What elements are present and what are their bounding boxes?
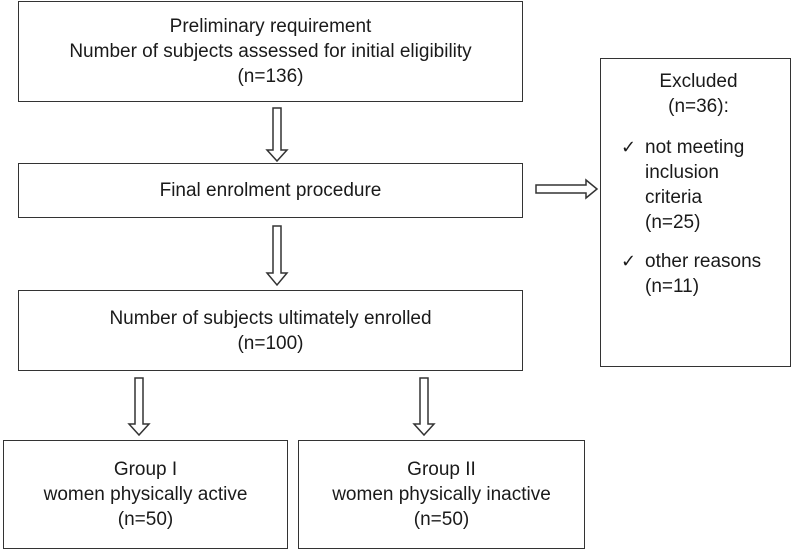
- enrolled-subjects-box: Number of subjects ultimately enrolled (…: [18, 290, 523, 371]
- reason-other-count: (n=11): [645, 276, 700, 297]
- reason-criteria-count: (n=25): [645, 212, 701, 233]
- enrolled-label: Number of subjects ultimately enrolled: [109, 307, 432, 329]
- reason-criteria-line3: criteria: [645, 187, 703, 208]
- final-enrolment-label: Final enrolment procedure: [159, 180, 382, 201]
- reason-criteria-line2: inclusion: [645, 162, 719, 183]
- group-2-title: Group II: [407, 459, 476, 480]
- group-1-box: Group I women physically active (n=50): [3, 440, 288, 549]
- excluded-title: Excluded: [659, 71, 738, 92]
- group-1-count: (n=50): [117, 509, 174, 530]
- excluded-count: (n=36):: [668, 96, 729, 117]
- preliminary-requirement-box: Preliminary requirement Number of subjec…: [18, 1, 523, 102]
- group-2-description: women physically inactive: [332, 484, 551, 505]
- arrow-enrolled-to-group2: [412, 377, 436, 437]
- prelim-description: Number of subjects assessed for initial …: [69, 41, 472, 62]
- excluded-reason-other: ✓ other reasons (n=11): [601, 249, 790, 299]
- reason-other-line1: other reasons: [645, 251, 762, 272]
- arrow-enrolled-to-group1: [127, 377, 151, 437]
- excluded-box: Excluded (n=36): ✓ not meeting inclusion…: [600, 58, 791, 367]
- check-icon: ✓: [621, 137, 637, 157]
- group-2-count: (n=50): [413, 509, 470, 530]
- prelim-title: Preliminary requirement: [169, 16, 372, 37]
- group-2-box: Group II women physically inactive (n=50…: [298, 440, 585, 549]
- enrolled-count: (n=100): [237, 332, 304, 354]
- check-icon: ✓: [621, 251, 637, 271]
- final-enrolment-box: Final enrolment procedure: [18, 163, 523, 218]
- arrow-prelim-to-final: [265, 107, 289, 163]
- excluded-reason-criteria: ✓ not meeting inclusion criteria (n=25): [601, 135, 790, 235]
- group-1-description: women physically active: [43, 484, 248, 505]
- arrow-final-to-enrolled: [265, 225, 289, 287]
- arrow-final-to-excluded: [535, 178, 599, 200]
- group-1-title: Group I: [113, 459, 178, 480]
- reason-criteria-line1: not meeting: [645, 137, 745, 158]
- prelim-count: (n=136): [237, 66, 304, 87]
